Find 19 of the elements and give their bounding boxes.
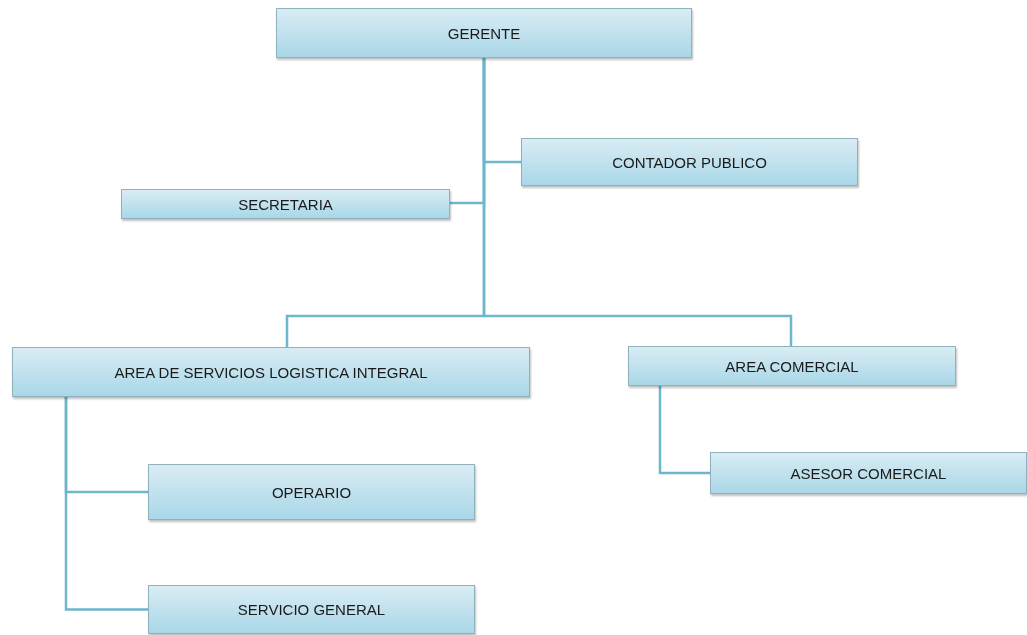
- org-box: [121, 189, 450, 219]
- connector-line: [64, 397, 148, 611]
- org-box: [710, 452, 1027, 494]
- role-label: ASESOR COMERCIAL: [790, 464, 947, 482]
- org-box: [628, 346, 956, 386]
- role-label: SECRETARIA: [238, 195, 333, 213]
- org-box: [12, 347, 530, 397]
- role-label: AREA DE SERVICIOS LOGISTICA INTEGRAL: [114, 363, 428, 381]
- org-box: [148, 585, 475, 634]
- role-label: SERVICIO GENERAL: [237, 601, 386, 618]
- role-label: AREA COMERCIAL: [725, 357, 859, 375]
- org-box: [521, 138, 858, 186]
- org-box: [148, 464, 475, 520]
- org-box: [276, 8, 692, 58]
- connector-line: [658, 386, 710, 475]
- connector-line: [482, 58, 793, 346]
- role-label: OPERARIO: [271, 483, 352, 501]
- role-label: GERENTE: [447, 24, 521, 42]
- role-label: CONTADOR PUBLICO: [612, 153, 767, 171]
